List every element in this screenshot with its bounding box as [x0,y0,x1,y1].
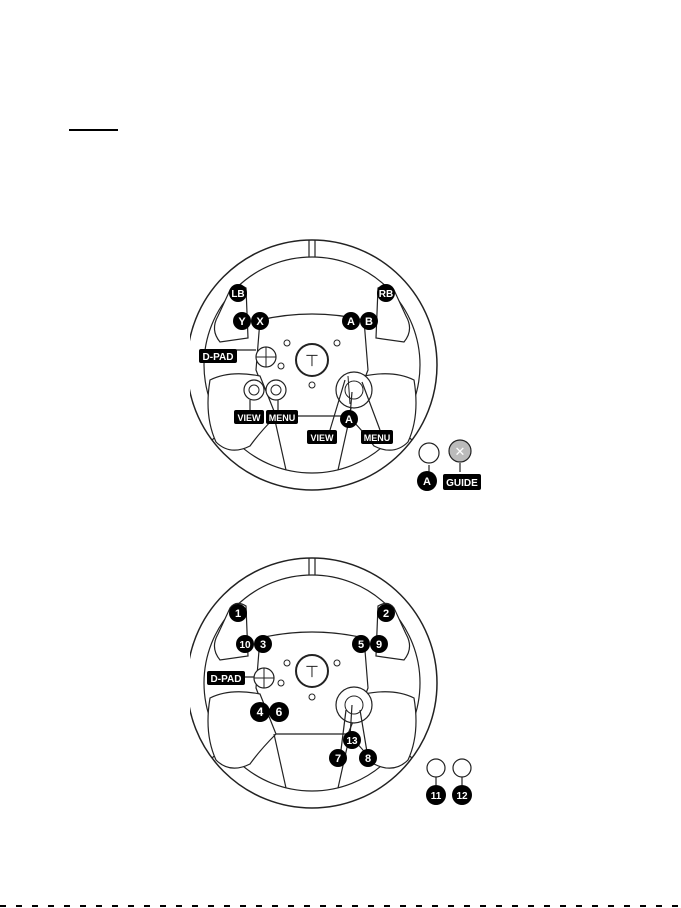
label-y: Y [233,312,251,330]
label-button-5: 5 [352,635,370,653]
screw [309,382,315,388]
extra-button-11 [427,759,445,777]
label-button-11: 11 [426,785,446,805]
svg-text:9: 9 [376,639,382,651]
svg-text:3: 3 [260,639,266,651]
svg-text:A: A [423,476,431,488]
section-heading-underline [69,129,118,131]
svg-text:6: 6 [276,705,283,719]
svg-text:✕: ✕ [455,445,466,460]
extra-button-12 [453,759,471,777]
svg-text:VIEW: VIEW [237,413,261,423]
svg-text:Y: Y [238,316,246,328]
svg-text:RB: RB [379,289,393,300]
label-menu-right: MENU [361,430,393,444]
label-button-6: 6 [269,702,289,722]
svg-text:13: 13 [346,736,358,747]
svg-text:A: A [347,316,355,328]
screw [278,363,284,369]
svg-text:4: 4 [257,705,264,719]
label-a: A [342,312,360,330]
svg-text:12: 12 [456,791,468,802]
svg-text:B: B [365,316,373,328]
svg-text:MENU: MENU [269,413,296,423]
svg-text:11: 11 [431,791,442,802]
logo-glyph: ⊤ [305,662,319,681]
extra-button-a [419,443,439,463]
label-button-8: 8 [359,749,377,767]
label-lb: LB [229,284,247,302]
label-a-extra: A [417,471,437,491]
label-view-right: VIEW [307,430,337,444]
label-button-12: 12 [452,785,472,805]
svg-text:5: 5 [358,639,364,651]
svg-text:MENU: MENU [364,433,391,443]
label-b: B [360,312,378,330]
label-button-4: 4 [250,702,270,722]
svg-text:1: 1 [235,608,241,620]
svg-text:7: 7 [335,753,341,765]
svg-text:8: 8 [365,753,371,765]
wheel-diagram-pc: ⊤ 1 2 10 3 5 9 D-PAD 4 6 13 7 8 11 12 [190,545,500,830]
label-a-center: A [340,410,358,428]
svg-text:A: A [345,414,353,426]
logo-glyph: ⊤ [305,351,319,370]
label-dpad: D-PAD [199,349,237,363]
svg-text:VIEW: VIEW [310,433,334,443]
label-rb: RB [377,284,395,302]
label-guide: GUIDE [443,474,481,490]
svg-text:10: 10 [239,640,251,651]
label-button-9: 9 [370,635,388,653]
svg-text:GUIDE: GUIDE [446,478,478,489]
svg-text:X: X [256,316,264,328]
label-menu-left: MENU [266,410,298,424]
label-dpad: D-PAD [207,671,245,685]
label-view-left: VIEW [234,410,264,424]
label-button-3: 3 [254,635,272,653]
label-x: X [251,312,269,330]
label-button-1: 1 [229,604,247,622]
label-button-2: 2 [377,604,395,622]
label-button-10: 10 [236,635,254,653]
screw [284,340,290,346]
label-button-7: 7 [329,749,347,767]
svg-text:D-PAD: D-PAD [203,352,234,363]
label-button-13: 13 [343,731,361,749]
svg-text:2: 2 [383,608,389,620]
svg-text:LB: LB [231,289,244,300]
svg-text:D-PAD: D-PAD [211,674,242,685]
page-bottom-edge [0,903,681,908]
wheel-diagram-xbox: ⊤ LB RB Y X A B D-PAD VIEW MENU VIEW A M… [190,220,500,520]
screw [334,340,340,346]
